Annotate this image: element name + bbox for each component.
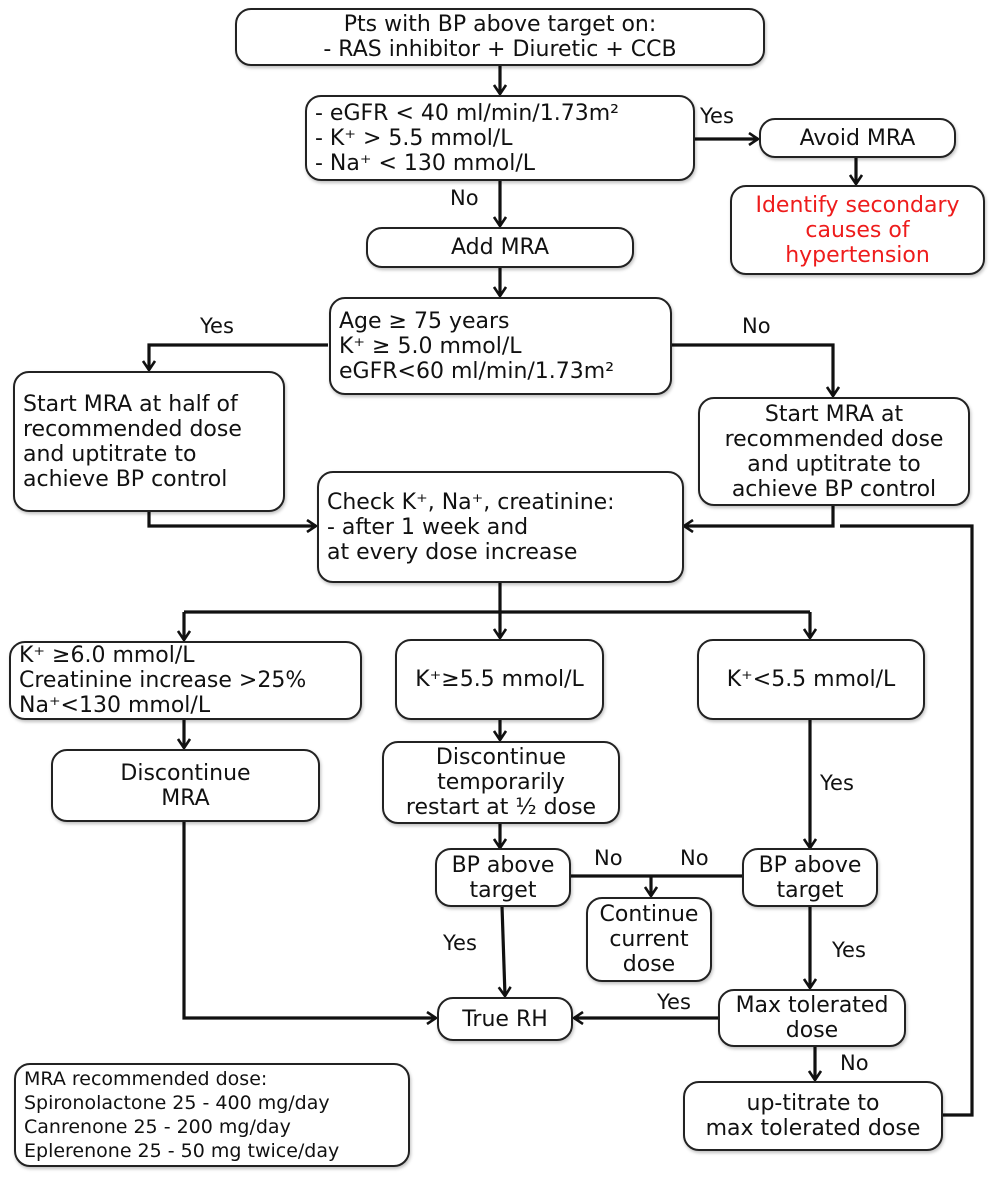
node-text-line: Avoid MRA bbox=[799, 125, 916, 151]
edge-full-to-check bbox=[684, 504, 835, 526]
node-text-line: Discontinue bbox=[120, 760, 251, 786]
label-no-max: No bbox=[840, 1051, 869, 1075]
node-text-line: MRA bbox=[161, 785, 210, 811]
node-text-line: K⁺≥5.5 mmol/L bbox=[415, 667, 584, 692]
node-text-line: Pts with BP above target on: bbox=[343, 12, 657, 37]
node-text-line: recommended dose bbox=[724, 426, 944, 452]
edge-risk-to-half bbox=[149, 343, 328, 370]
node-text-line: Add MRA bbox=[450, 235, 549, 260]
node-text-line: eGFR<60 ml/min/1.73m² bbox=[339, 358, 615, 384]
label-yes-klt: Yes bbox=[820, 771, 854, 795]
node-check-labs: Check K⁺, Na⁺, creatinine:- after 1 week… bbox=[317, 471, 684, 583]
node-text-line: Max tolerated bbox=[735, 993, 889, 1018]
label-yes-avoid: Yes bbox=[700, 104, 734, 128]
node-text-line: hypertension bbox=[785, 242, 930, 268]
node-avoid-mra: Avoid MRA bbox=[759, 118, 956, 158]
label-yes-max: Yes bbox=[657, 990, 691, 1014]
node-text-line: current bbox=[609, 927, 689, 952]
node-text-line: Discontinue bbox=[435, 745, 567, 770]
edge-half-to-check bbox=[147, 510, 316, 526]
label-yes-half: Yes bbox=[200, 314, 234, 338]
edge-bpleft-to-truerh bbox=[502, 905, 505, 996]
node-text-line: dose bbox=[785, 1018, 839, 1043]
node-text-line: recommended dose bbox=[23, 416, 242, 442]
node-k-lt-5-5: K⁺<5.5 mmol/L bbox=[697, 639, 925, 720]
node-k-ge-5-5: K⁺≥5.5 mmol/L bbox=[395, 639, 604, 720]
label-no-full: No bbox=[742, 314, 771, 338]
node-text-line: MRA recommended dose: bbox=[24, 1068, 268, 1090]
edge-discontinue-to-truerh bbox=[182, 820, 436, 1018]
edge-risk-to-full bbox=[671, 343, 833, 396]
node-text-line: Start MRA at bbox=[764, 401, 904, 427]
node-start: Pts with BP above target on:- RAS inhibi… bbox=[235, 8, 765, 66]
node-text-line: Check K⁺, Na⁺, creatinine: bbox=[327, 489, 615, 515]
node-text-line: BP above bbox=[451, 852, 555, 878]
node-text-line: Eplerenone 25 - 50 mg twice/day bbox=[24, 1140, 340, 1162]
node-text-line: - K⁺ > 5.5 mmol/L bbox=[315, 125, 513, 151]
node-true-rh: True RH bbox=[437, 997, 573, 1041]
node-text-line: temporarily bbox=[437, 770, 565, 795]
node-text-line: - RAS inhibitor + Diuretic + CCB bbox=[323, 37, 677, 62]
node-text-line: and uptitrate to bbox=[23, 441, 197, 467]
label-no-add: No bbox=[450, 186, 479, 210]
node-text-line: Continue bbox=[599, 902, 699, 927]
node-text-line: - eGFR < 40 ml/min/1.73m² bbox=[315, 100, 619, 126]
label-yes-right-bp: Yes bbox=[832, 938, 866, 962]
node-contraindications: - eGFR < 40 ml/min/1.73m²- K⁺ > 5.5 mmol… bbox=[305, 95, 695, 181]
node-text-line: BP above bbox=[758, 852, 862, 878]
node-text-line: achieve BP control bbox=[23, 466, 228, 492]
node-text-line: at every dose increase bbox=[327, 539, 578, 565]
node-text-line: causes of bbox=[805, 217, 910, 243]
node-text-line: restart at ½ dose bbox=[405, 795, 597, 820]
node-text-line: Identify secondary bbox=[755, 192, 960, 218]
node-text-line: Creatinine increase >25% bbox=[19, 668, 307, 693]
label-yes-left-bp: Yes bbox=[443, 931, 477, 955]
node-text-line: Start MRA at half of bbox=[23, 391, 238, 417]
node-text-line: dose bbox=[622, 952, 676, 977]
node-text-line: Spironolactone 25 - 400 mg/day bbox=[24, 1092, 330, 1114]
node-text-line: K⁺ ≥6.0 mmol/L bbox=[19, 643, 195, 668]
node-text-line: Na⁺<130 mmol/L bbox=[19, 693, 211, 718]
node-text-line: Canrenone 25 - 200 mg/day bbox=[24, 1116, 291, 1138]
label-no-right-bp: No bbox=[680, 846, 709, 870]
node-text-line: max tolerated dose bbox=[705, 1116, 921, 1141]
node-text-line: up-titrate to bbox=[746, 1091, 880, 1116]
node-text-line: target bbox=[469, 877, 537, 903]
node-text-line: Age ≥ 75 years bbox=[339, 308, 510, 334]
node-mra-dose-note: MRA recommended dose:Spironolactone 25 -… bbox=[14, 1063, 410, 1167]
node-text-line: achieve BP control bbox=[731, 476, 937, 502]
node-text-line: - Na⁺ < 130 mmol/L bbox=[315, 150, 535, 176]
node-text-line: and uptitrate to bbox=[747, 451, 921, 477]
node-text-line: K⁺ ≥ 5.0 mmol/L bbox=[339, 333, 522, 359]
node-add-mra: Add MRA bbox=[366, 227, 634, 268]
node-text-line: target bbox=[776, 877, 844, 903]
node-text-line: True RH bbox=[462, 1006, 548, 1032]
edge-uptitrate-loop bbox=[840, 524, 974, 1117]
node-text-line: - after 1 week and bbox=[327, 514, 529, 540]
node-text-line: K⁺<5.5 mmol/L bbox=[726, 667, 896, 692]
label-no-left-bp: No bbox=[594, 846, 623, 870]
